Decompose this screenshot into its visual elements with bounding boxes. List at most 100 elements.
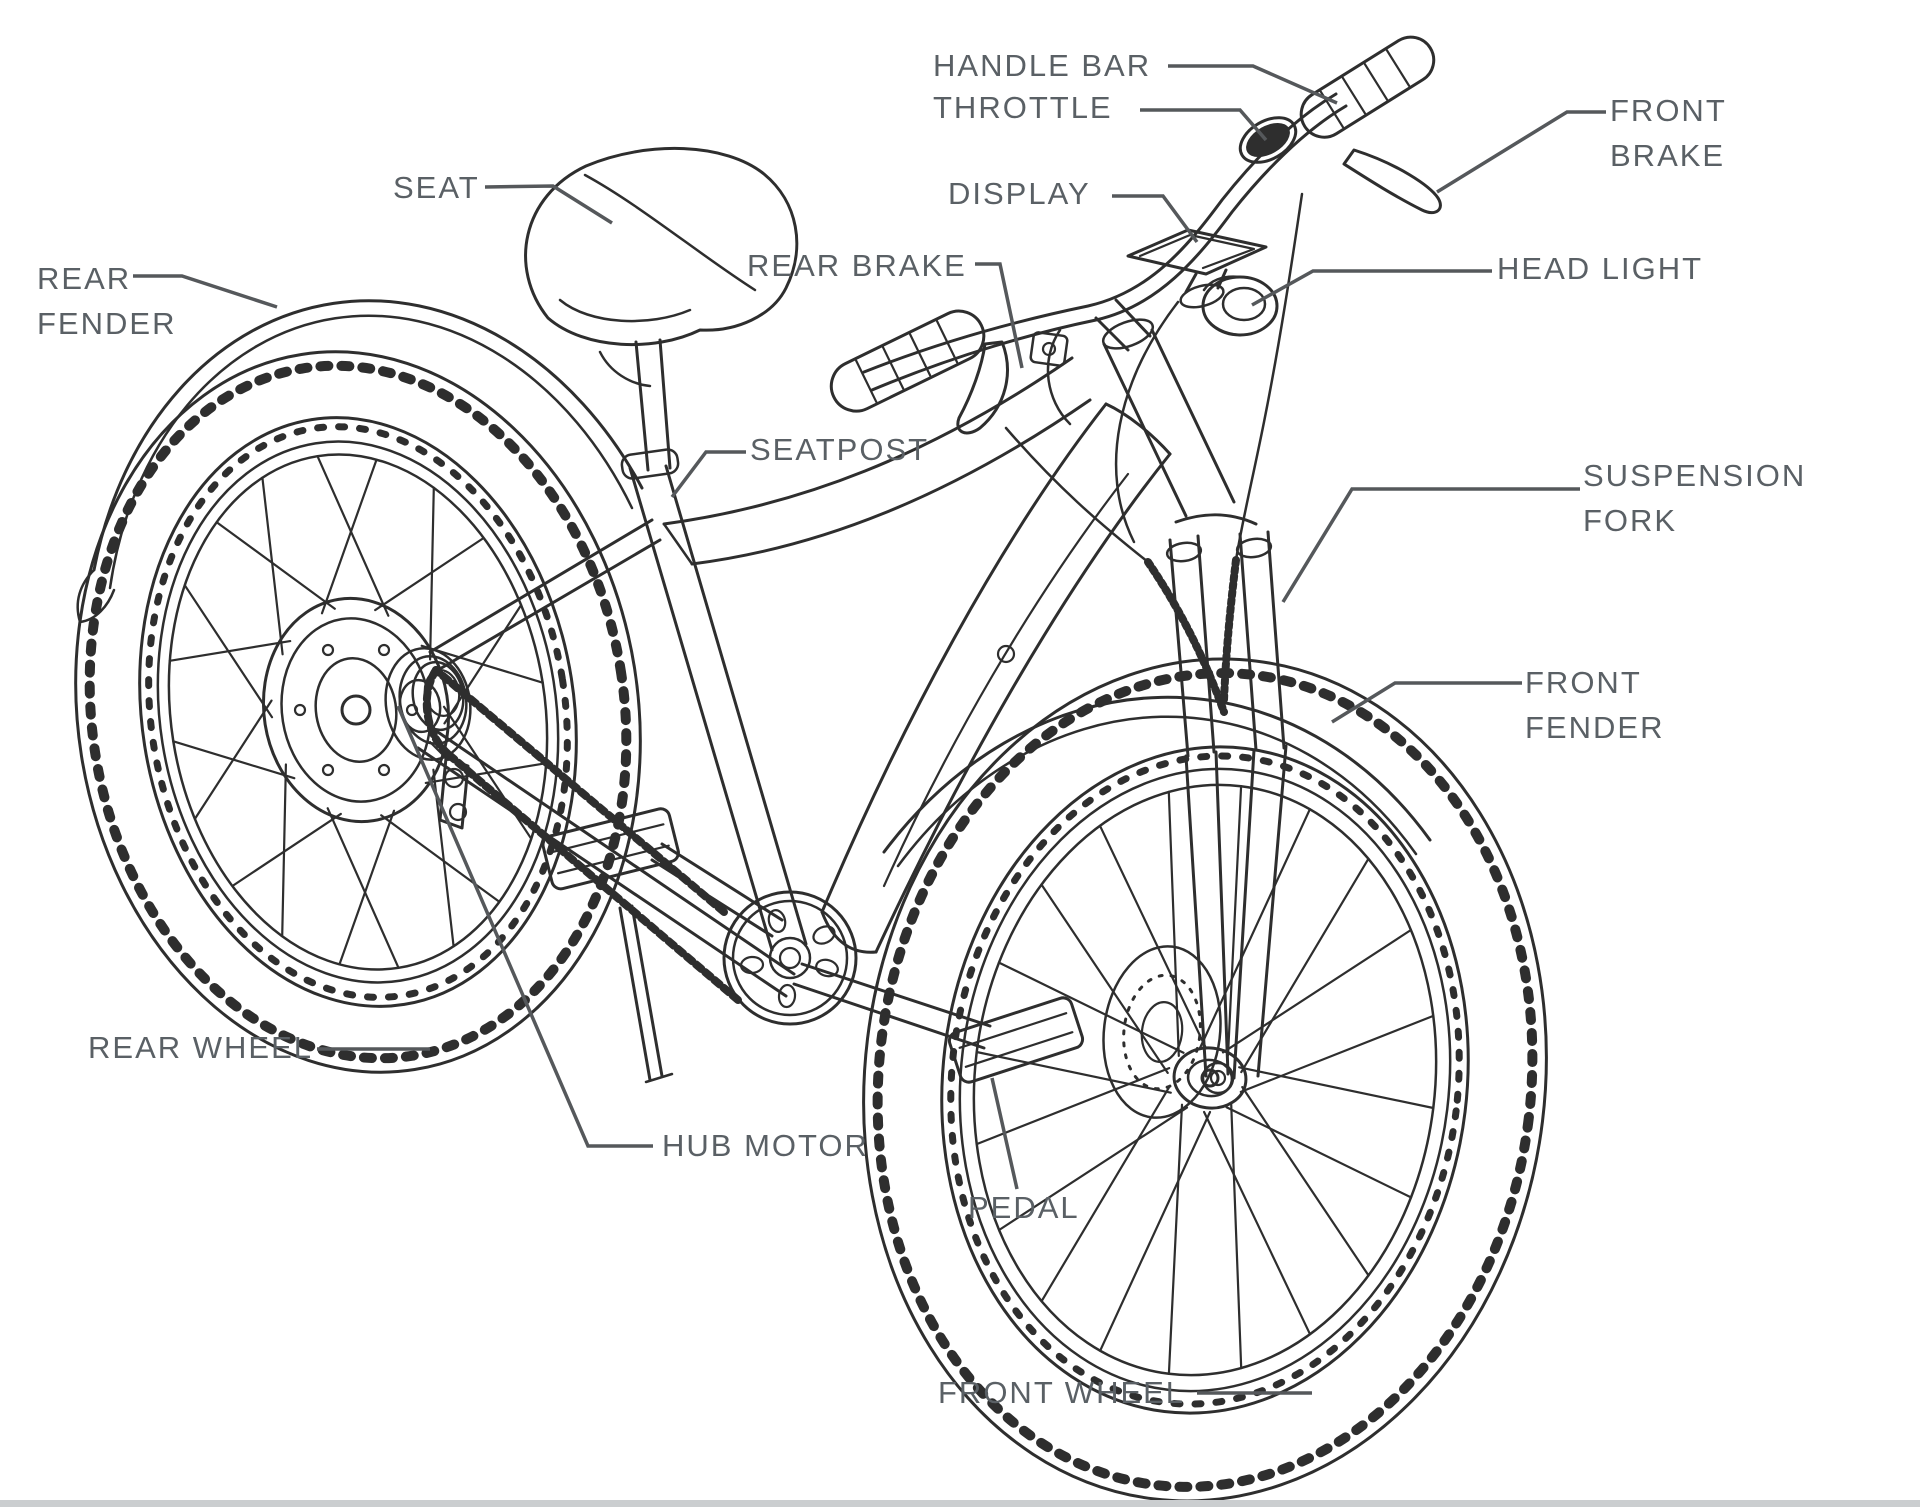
label-rear-wheel: REAR WHEEL	[88, 1025, 313, 1070]
headlight-part	[1201, 275, 1279, 337]
label-line: FENDER	[37, 306, 177, 341]
spoke	[320, 458, 378, 615]
leader-display	[1112, 194, 1199, 244]
left-pedal	[541, 807, 680, 891]
leader-rear-brake	[975, 262, 1024, 369]
spoke	[975, 1050, 1172, 1094]
label-front-wheel: FRONT WHEEL	[938, 1370, 1185, 1415]
label-line: FRONT WHEEL	[938, 1375, 1186, 1410]
display-part	[1126, 228, 1268, 309]
rear-fender-part	[76, 299, 644, 624]
right-pedal	[947, 996, 1085, 1084]
spoke	[231, 812, 342, 888]
front-fender-part	[882, 695, 1432, 868]
label-seat: SEAT	[393, 165, 480, 210]
label-head-light: HEAD LIGHT	[1497, 246, 1703, 291]
chainring	[722, 890, 858, 1026]
front-brake-lever	[1342, 148, 1442, 215]
spoke	[1221, 928, 1413, 1054]
leader-seat	[484, 184, 613, 225]
spoke	[1040, 1086, 1170, 1303]
spoke	[1226, 785, 1243, 1057]
rear-spokes	[168, 455, 548, 969]
label-line: SEAT	[393, 170, 480, 205]
spoke	[1225, 1106, 1413, 1199]
leader-handle-bar	[1168, 64, 1338, 105]
spoke	[1241, 1085, 1370, 1277]
hub-motor-part	[261, 596, 451, 824]
leader-lines	[133, 64, 1606, 1395]
label-line: THROTTLE	[933, 90, 1113, 125]
spoke	[316, 455, 390, 617]
label-front-fender: FRONT FENDER	[1525, 660, 1664, 750]
leader-seatpost	[670, 450, 746, 499]
spoke	[261, 476, 284, 656]
label-line: FRONT	[1525, 665, 1642, 700]
label-line: DISPLAY	[948, 176, 1091, 211]
label-rear-fender: REAR FENDER	[37, 256, 176, 346]
left-grip	[829, 309, 986, 413]
spoke	[1239, 1014, 1435, 1094]
spoke	[338, 809, 396, 966]
throttle-part	[1238, 116, 1298, 164]
label-suspension-fork: SUSPENSION FORK	[1583, 453, 1806, 543]
front-disc-brake	[1102, 945, 1222, 1119]
label-seatpost: SEATPOST	[750, 427, 929, 472]
spoke	[1230, 1102, 1243, 1370]
label-line: REAR WHEEL	[88, 1030, 313, 1065]
spoke	[1202, 1110, 1312, 1336]
label-hub-motor: HUB MOTOR	[662, 1123, 869, 1168]
label-line: HANDLE BAR	[933, 48, 1152, 83]
leader-pedal	[990, 1077, 1019, 1190]
label-line: BRAKE	[1610, 138, 1726, 173]
label-handle-bar: HANDLE BAR	[933, 43, 1151, 88]
spoke	[168, 639, 292, 662]
spoke	[997, 1106, 1189, 1232]
label-line: REAR BRAKE	[747, 248, 967, 283]
spoke	[975, 1066, 1171, 1146]
front-spokes	[975, 785, 1435, 1375]
label-line: HUB MOTOR	[662, 1128, 869, 1163]
front-wheel-drawing	[862, 657, 1548, 1503]
spoke	[374, 536, 485, 612]
label-line: HEAD LIGHT	[1497, 251, 1704, 286]
suspension-fork-part	[1165, 513, 1288, 1095]
rear-brake-lever	[956, 340, 1009, 435]
spoke	[1167, 790, 1180, 1058]
label-line: SUSPENSION	[1583, 458, 1807, 493]
leader-rear-fender	[133, 274, 278, 309]
spoke	[1098, 824, 1208, 1050]
leader-hub-motor	[396, 705, 653, 1148]
rear-wheel-drawing	[74, 350, 642, 1074]
spoke	[326, 807, 400, 969]
spoke	[997, 961, 1185, 1054]
spoke	[1098, 1110, 1212, 1352]
label-line: SEATPOST	[750, 432, 930, 467]
spoke	[172, 740, 296, 780]
label-line: FRONT	[1610, 93, 1727, 128]
spoke	[215, 521, 336, 610]
label-throttle: THROTTLE	[933, 85, 1113, 130]
spoke	[1167, 1103, 1184, 1375]
spoke	[183, 584, 274, 719]
spoke	[380, 814, 501, 903]
label-front-brake: FRONT BRAKE	[1610, 88, 1727, 178]
label-display: DISPLAY	[948, 171, 1091, 216]
label-line: FORK	[1583, 503, 1678, 538]
leader-suspension-fork	[1281, 487, 1580, 603]
label-pedal: PEDAL	[968, 1185, 1080, 1230]
saddle-drawing	[524, 146, 799, 480]
label-line: PEDAL	[968, 1190, 1080, 1225]
label-line: FENDER	[1525, 710, 1665, 745]
page-edge-strip	[0, 1500, 1920, 1507]
leader-head-light	[1251, 269, 1492, 307]
spoke	[1040, 883, 1169, 1075]
spoke	[1198, 808, 1312, 1050]
label-rear-brake: REAR BRAKE	[747, 243, 967, 288]
leader-front-brake	[1436, 110, 1606, 194]
label-line: REAR	[37, 261, 132, 296]
cockpit-drawing	[829, 35, 1442, 716]
leader-front-fender	[1331, 681, 1522, 724]
